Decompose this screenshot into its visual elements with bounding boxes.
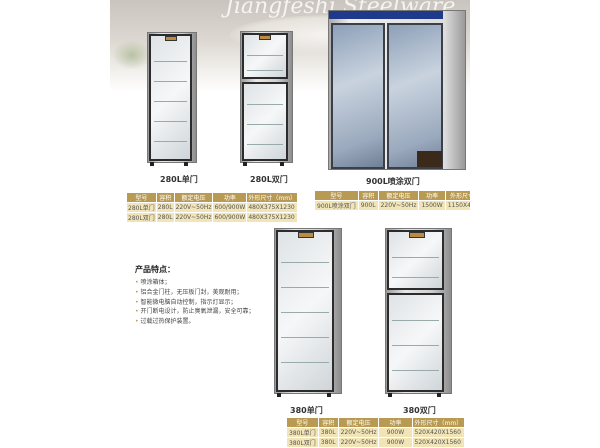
cabinet-380-double-image	[385, 228, 452, 397]
table-cell: 520X420X1560	[411, 427, 466, 438]
product-label: 380双门	[403, 406, 436, 415]
product-label: 380单门	[290, 406, 323, 415]
feature-item: 铝合金门柱，无压板门封，美观耐用；	[135, 288, 254, 298]
table-header-cell: 功率	[418, 190, 446, 201]
feature-item: 过载过热保护装置。	[135, 317, 254, 327]
table-cell: 380L	[317, 427, 339, 438]
table-cell: 220V~50Hz	[377, 200, 420, 211]
table-cell: 520X420X1560	[411, 437, 466, 448]
table-cell: 1500W	[418, 200, 446, 211]
table-cell: 280L双门	[126, 212, 157, 223]
table-cell: 480X375X1230	[246, 202, 299, 213]
table-header-cell: 外形尺寸（mm	[444, 190, 470, 201]
table-header-cell: 额定电压	[337, 417, 380, 428]
table-cell: 380L双门	[286, 437, 319, 448]
features-section: 产品特点： 喷涂箱体； 铝合金门柱，无压板门封，美观耐用； 智能微电脑自动控制，…	[135, 264, 254, 327]
table-header-cell: 功率	[378, 417, 413, 428]
table-cell: 900W	[378, 427, 413, 438]
table-cell: 280L	[155, 202, 175, 213]
table-header-cell: 容积	[317, 417, 339, 428]
table-cell: 280L	[155, 212, 175, 223]
cabinet-280-single-image	[147, 32, 197, 166]
table-header-cell: 额定电压	[173, 192, 214, 203]
table-cell: 900L喷涂双门	[314, 200, 359, 211]
feature-item: 开门断电设计，防止臭氧泄漏，安全可靠；	[135, 307, 254, 317]
cabinet-380-single-image	[274, 228, 342, 397]
features-title: 产品特点：	[135, 265, 175, 274]
table-cell: 220V~50Hz	[173, 212, 214, 223]
table-cell: 600/900W	[212, 212, 248, 223]
table-cell: 1150X470X163	[444, 200, 470, 211]
table-header-cell: 外形尺寸（mm）	[246, 192, 299, 203]
table-cell: 380L单门	[286, 427, 319, 438]
table-cell: 900W	[378, 437, 413, 448]
cabinet-280-double-image	[240, 31, 293, 166]
table-cell: 220V~50Hz	[337, 437, 380, 448]
table-cell: 900L	[357, 200, 379, 211]
table-header-cell: 型号	[126, 192, 157, 203]
product-label: 280L双门	[250, 175, 288, 184]
table-cell: 600/900W	[212, 202, 248, 213]
table-header-cell: 容积	[155, 192, 175, 203]
table-cell: 480X375X1230	[246, 212, 299, 223]
table-cell: 380L	[317, 437, 339, 448]
table-header-cell: 外形尺寸（mm）	[411, 417, 466, 428]
cabinet-900-image	[328, 10, 466, 170]
table-cell: 280L单门	[126, 202, 157, 213]
table-header-cell: 容积	[357, 190, 379, 201]
table-header-cell: 功率	[212, 192, 248, 203]
table-cell: 220V~50Hz	[173, 202, 214, 213]
table-header-cell: 型号	[286, 417, 319, 428]
feature-item: 智能微电脑自动控制，指示灯显示；	[135, 298, 254, 308]
product-label: 900L喷涂双门	[366, 177, 420, 186]
product-label: 280L单门	[160, 175, 198, 184]
banner-decoration	[112, 40, 152, 70]
table-header-cell: 型号	[314, 190, 359, 201]
table-header-cell: 额定电压	[377, 190, 420, 201]
feature-item: 喷涂箱体；	[135, 278, 254, 288]
table-cell: 220V~50Hz	[337, 427, 380, 438]
